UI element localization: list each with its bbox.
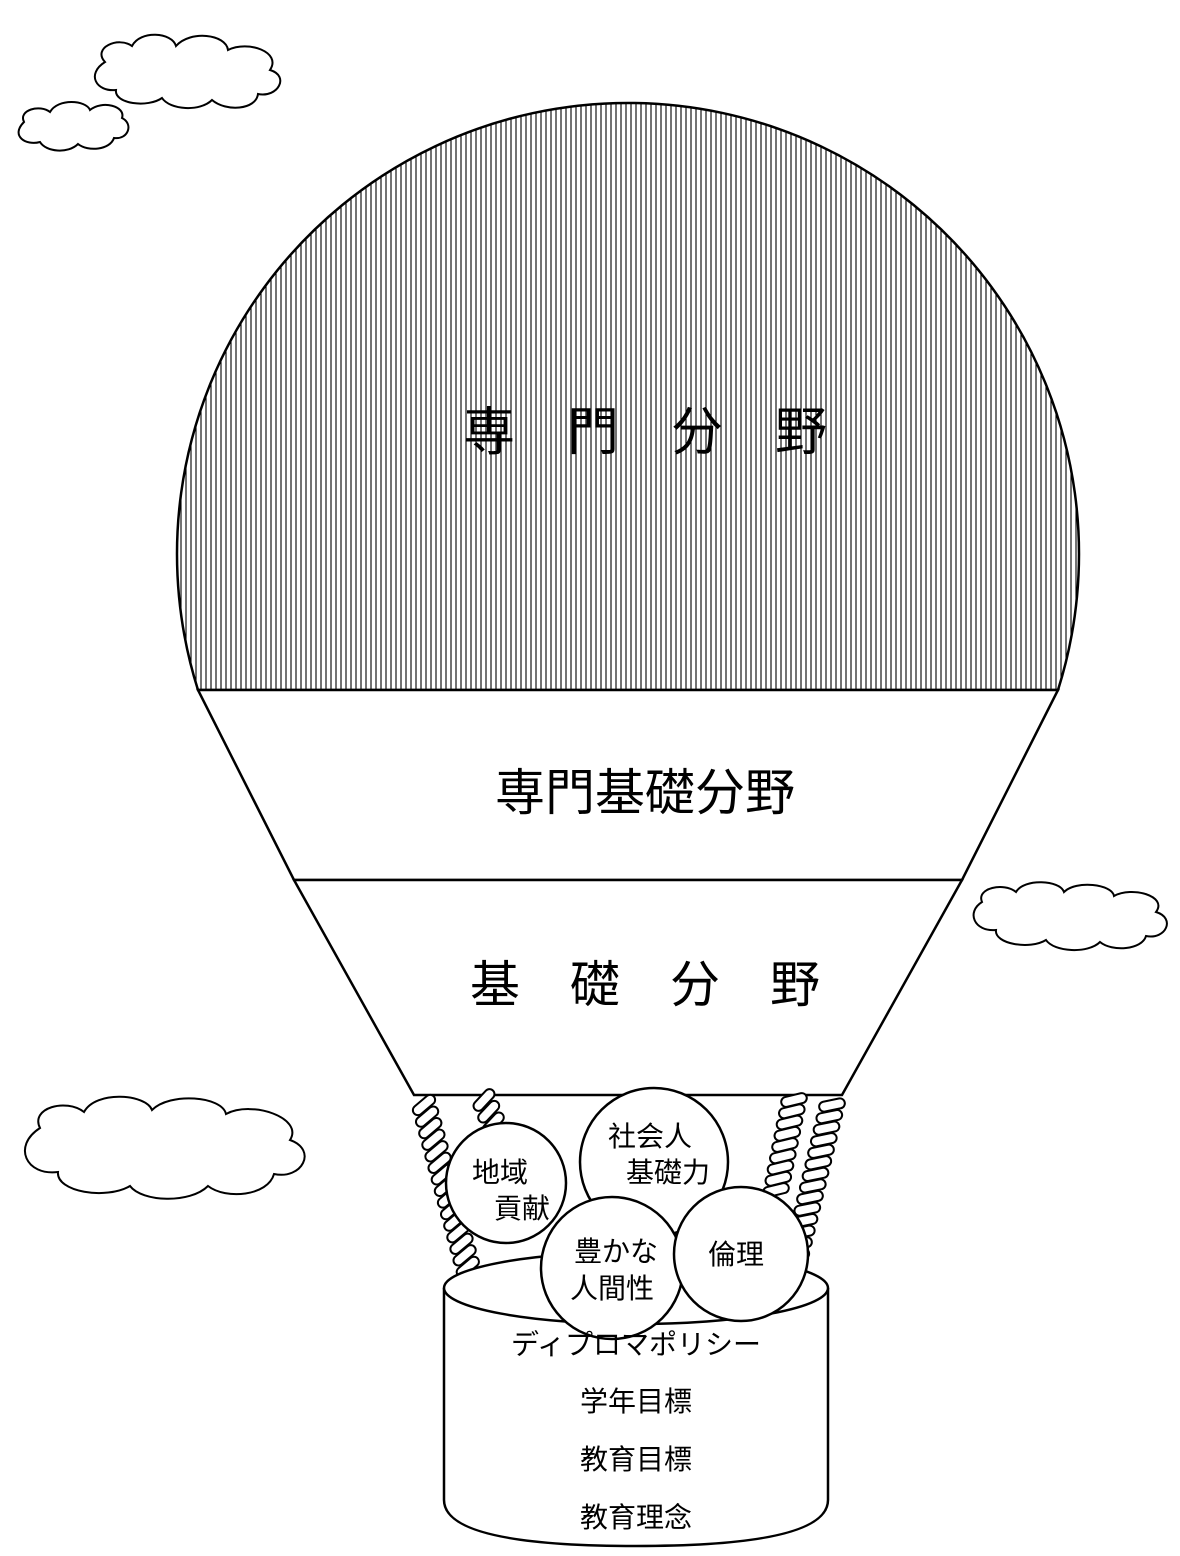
circle-rinri <box>672 1185 810 1323</box>
circle-4-line-1: 倫理 <box>708 1238 764 1271</box>
cloud-top-right-small <box>93 33 282 109</box>
circle-chiiki-kouken <box>444 1121 568 1245</box>
cloud-left <box>24 1095 306 1200</box>
upper-band-label: 専門基礎分野 <box>495 764 795 822</box>
cloud-right <box>972 881 1168 952</box>
basket-line-3: 教育目標 <box>580 1443 692 1476</box>
rope-segment <box>472 1088 496 1112</box>
rope-segment <box>477 1099 501 1124</box>
circle-yutakana-ningensei <box>539 1195 685 1341</box>
lower-band-label: 基 礎 分 野 <box>470 956 820 1014</box>
basket-line-2: 学年目標 <box>580 1385 692 1418</box>
circle-2-line-2: 基礎力 <box>626 1156 710 1189</box>
circle-1-line-1: 地域 <box>472 1156 528 1189</box>
circle-3-line-1: 豊かな <box>574 1235 658 1268</box>
lower-band <box>291 878 965 1097</box>
circle-1-line-2: 貢献 <box>494 1192 550 1225</box>
circle-3-line-2: 人間性 <box>570 1272 654 1305</box>
cloud-top-left-small <box>17 101 130 152</box>
balloon-envelope <box>175 101 1081 692</box>
envelope-label: 専 門 分 野 <box>463 403 827 463</box>
basket-line-4: 教育理念 <box>580 1501 692 1534</box>
rope-right-inner <box>762 1092 808 1198</box>
basket-line-1: ディプロマポリシー <box>511 1328 761 1361</box>
circle-2-line-1: 社会人 <box>608 1120 692 1153</box>
